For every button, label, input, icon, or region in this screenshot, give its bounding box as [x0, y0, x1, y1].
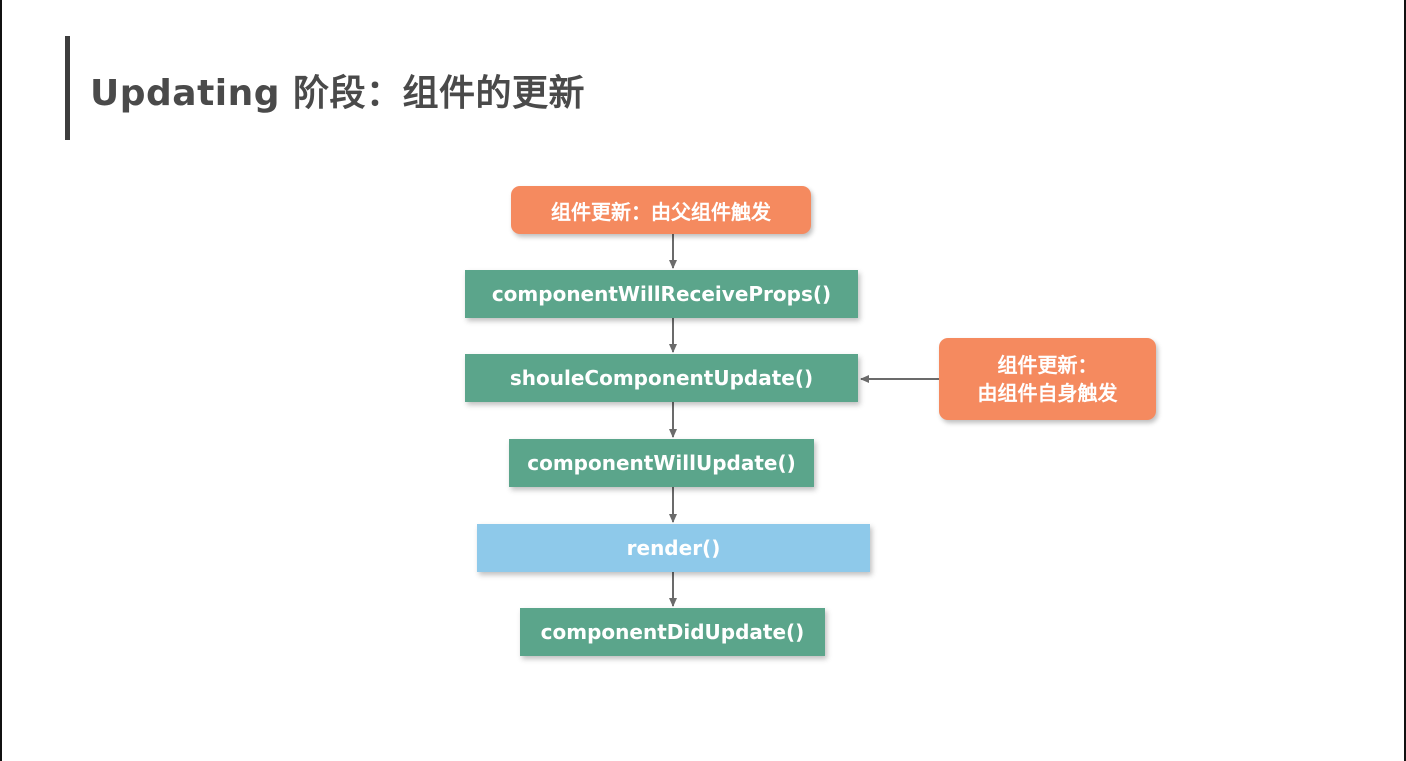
- component-will-update-node: componentWillUpdate(): [509, 439, 814, 487]
- self-trigger-node: 组件更新： 由组件自身触发: [939, 338, 1156, 420]
- page-title: Updating 阶段：组件的更新: [90, 73, 586, 114]
- component-will-receive-props-node: componentWillReceiveProps(): [465, 270, 858, 318]
- right-frame-edge: [1404, 0, 1406, 761]
- self-trigger-line1: 组件更新：: [997, 353, 1098, 377]
- component-did-update-node: componentDidUpdate(): [520, 608, 825, 656]
- left-frame-edge: [0, 0, 2, 761]
- parent-trigger-node: 组件更新：由父组件触发: [511, 186, 811, 234]
- should-component-update-node: shouleComponentUpdate(): [465, 354, 858, 402]
- title-accent-bar: [65, 36, 70, 140]
- self-trigger-line2: 由组件自身触发: [977, 381, 1118, 405]
- render-node: render(): [477, 524, 870, 572]
